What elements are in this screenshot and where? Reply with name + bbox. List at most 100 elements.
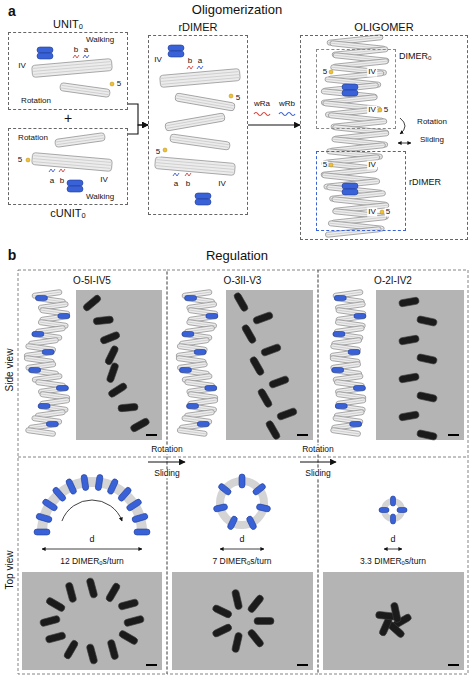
helix-line	[177, 358, 205, 362]
blue-nanorod	[107, 478, 119, 495]
blue-nanorod	[334, 296, 346, 301]
annotation-label: IV	[217, 180, 227, 189]
blue-nanorod	[37, 47, 53, 53]
structure-column: O-3II-V3	[185, 272, 300, 670]
node-title: DIMERₒ	[399, 52, 431, 62]
annotation-label: a	[83, 46, 89, 55]
helix-line	[336, 322, 364, 326]
helix-line	[27, 430, 55, 434]
gold-nanorod	[99, 331, 120, 345]
blue-nanorod	[52, 486, 67, 502]
gold-nanorod	[82, 294, 102, 312]
dimer-region: DIMERₒ	[316, 49, 396, 129]
helix-line	[334, 376, 362, 380]
annotation-label: Rotation	[416, 118, 448, 127]
helix-line	[33, 68, 111, 75]
helix-line	[335, 412, 363, 416]
wRa-strand	[254, 113, 270, 116]
origami-bundle	[25, 427, 55, 436]
annotation-label: Rotation	[301, 445, 335, 454]
bundle-body	[32, 153, 113, 172]
origami-bundle	[155, 157, 236, 176]
gold-nanorod	[106, 362, 119, 383]
helix-line	[33, 156, 111, 163]
gold-nanorod	[390, 602, 401, 623]
helix-line	[33, 162, 111, 169]
row-label: Top view	[4, 550, 15, 591]
annotation-label: 5	[155, 148, 161, 157]
structure-column: O-5I-IV5	[36, 272, 148, 670]
annotation-label: +	[63, 111, 73, 126]
helix-line	[161, 75, 239, 82]
gold-nanorod	[231, 589, 242, 610]
origami-bundle	[177, 427, 207, 436]
diameter-line	[42, 549, 142, 550]
micrograph-ground	[76, 290, 162, 440]
gold-nanorod	[63, 639, 79, 660]
annotation-label: IV	[367, 106, 377, 115]
annotation-label: IV	[17, 62, 27, 71]
blue-nanorod	[246, 515, 257, 530]
blue-nanorod	[81, 474, 89, 491]
walker-strand	[197, 66, 203, 69]
scale-bar	[297, 434, 308, 436]
origami-bundle	[330, 427, 360, 436]
blue-nanorod	[342, 90, 358, 96]
panel-letter: b	[7, 248, 18, 263]
gold-nanorod	[123, 615, 144, 627]
annotation-label: Walking	[85, 36, 115, 45]
annotation-label: 12 DIMERₒs/turn	[59, 557, 125, 566]
gold-nanorod	[247, 594, 265, 614]
micrograph-ground	[172, 572, 313, 670]
origami-bundle	[175, 93, 235, 111]
node-title: O-5I-IV5	[73, 275, 111, 286]
gold-nanorod	[212, 604, 233, 619]
gold-nanorod	[254, 618, 274, 625]
blue-nanorod	[187, 404, 199, 409]
blue-nanorod	[29, 368, 41, 373]
blue-nanorod	[213, 503, 228, 512]
annotation-label: a	[197, 57, 203, 66]
gold-nanorod	[118, 599, 139, 611]
rotation-site	[163, 148, 167, 152]
gold-nanorod	[107, 382, 128, 399]
scale-bar	[448, 434, 459, 436]
panel-b-art	[18, 270, 468, 674]
bundle-body	[325, 227, 381, 238]
blue-nanorod	[185, 296, 197, 301]
annotation-label: Regulation	[205, 249, 269, 263]
blue-nanorod	[252, 483, 267, 496]
flow-arrow	[128, 125, 148, 134]
annotation-label: b	[185, 180, 191, 189]
blue-nanorod	[56, 386, 68, 391]
helix-line	[337, 394, 365, 398]
gold-nanorod	[265, 420, 281, 441]
blue-nanorod	[205, 386, 217, 391]
blue-nanorod	[58, 314, 70, 319]
blue-nanorod	[391, 496, 396, 506]
annotation-label: wRa	[253, 100, 271, 109]
origami-bundle	[165, 113, 225, 131]
helix-line	[39, 322, 67, 326]
gold-nanorod	[260, 343, 281, 356]
gold-nanorod	[399, 335, 420, 345]
blue-nanorod	[35, 296, 47, 301]
flow-arrow	[148, 461, 185, 462]
helix-line	[183, 376, 211, 380]
bundle-body	[155, 157, 236, 176]
helix-line	[156, 166, 234, 173]
blue-nanorod	[397, 508, 407, 513]
blue-nanorod	[333, 332, 345, 337]
gold-nanorod	[107, 639, 119, 660]
tem-micrograph	[22, 572, 162, 670]
scale-bar	[448, 664, 459, 666]
annotation-label: a	[173, 180, 179, 189]
diameter-line	[220, 549, 264, 550]
blue-nanorod	[342, 183, 358, 189]
gold-nanorod	[45, 596, 66, 612]
blue-nanorod	[379, 508, 389, 513]
blue-nanorod	[335, 404, 347, 409]
scale-bar	[297, 664, 308, 666]
walker-strand	[59, 169, 65, 172]
